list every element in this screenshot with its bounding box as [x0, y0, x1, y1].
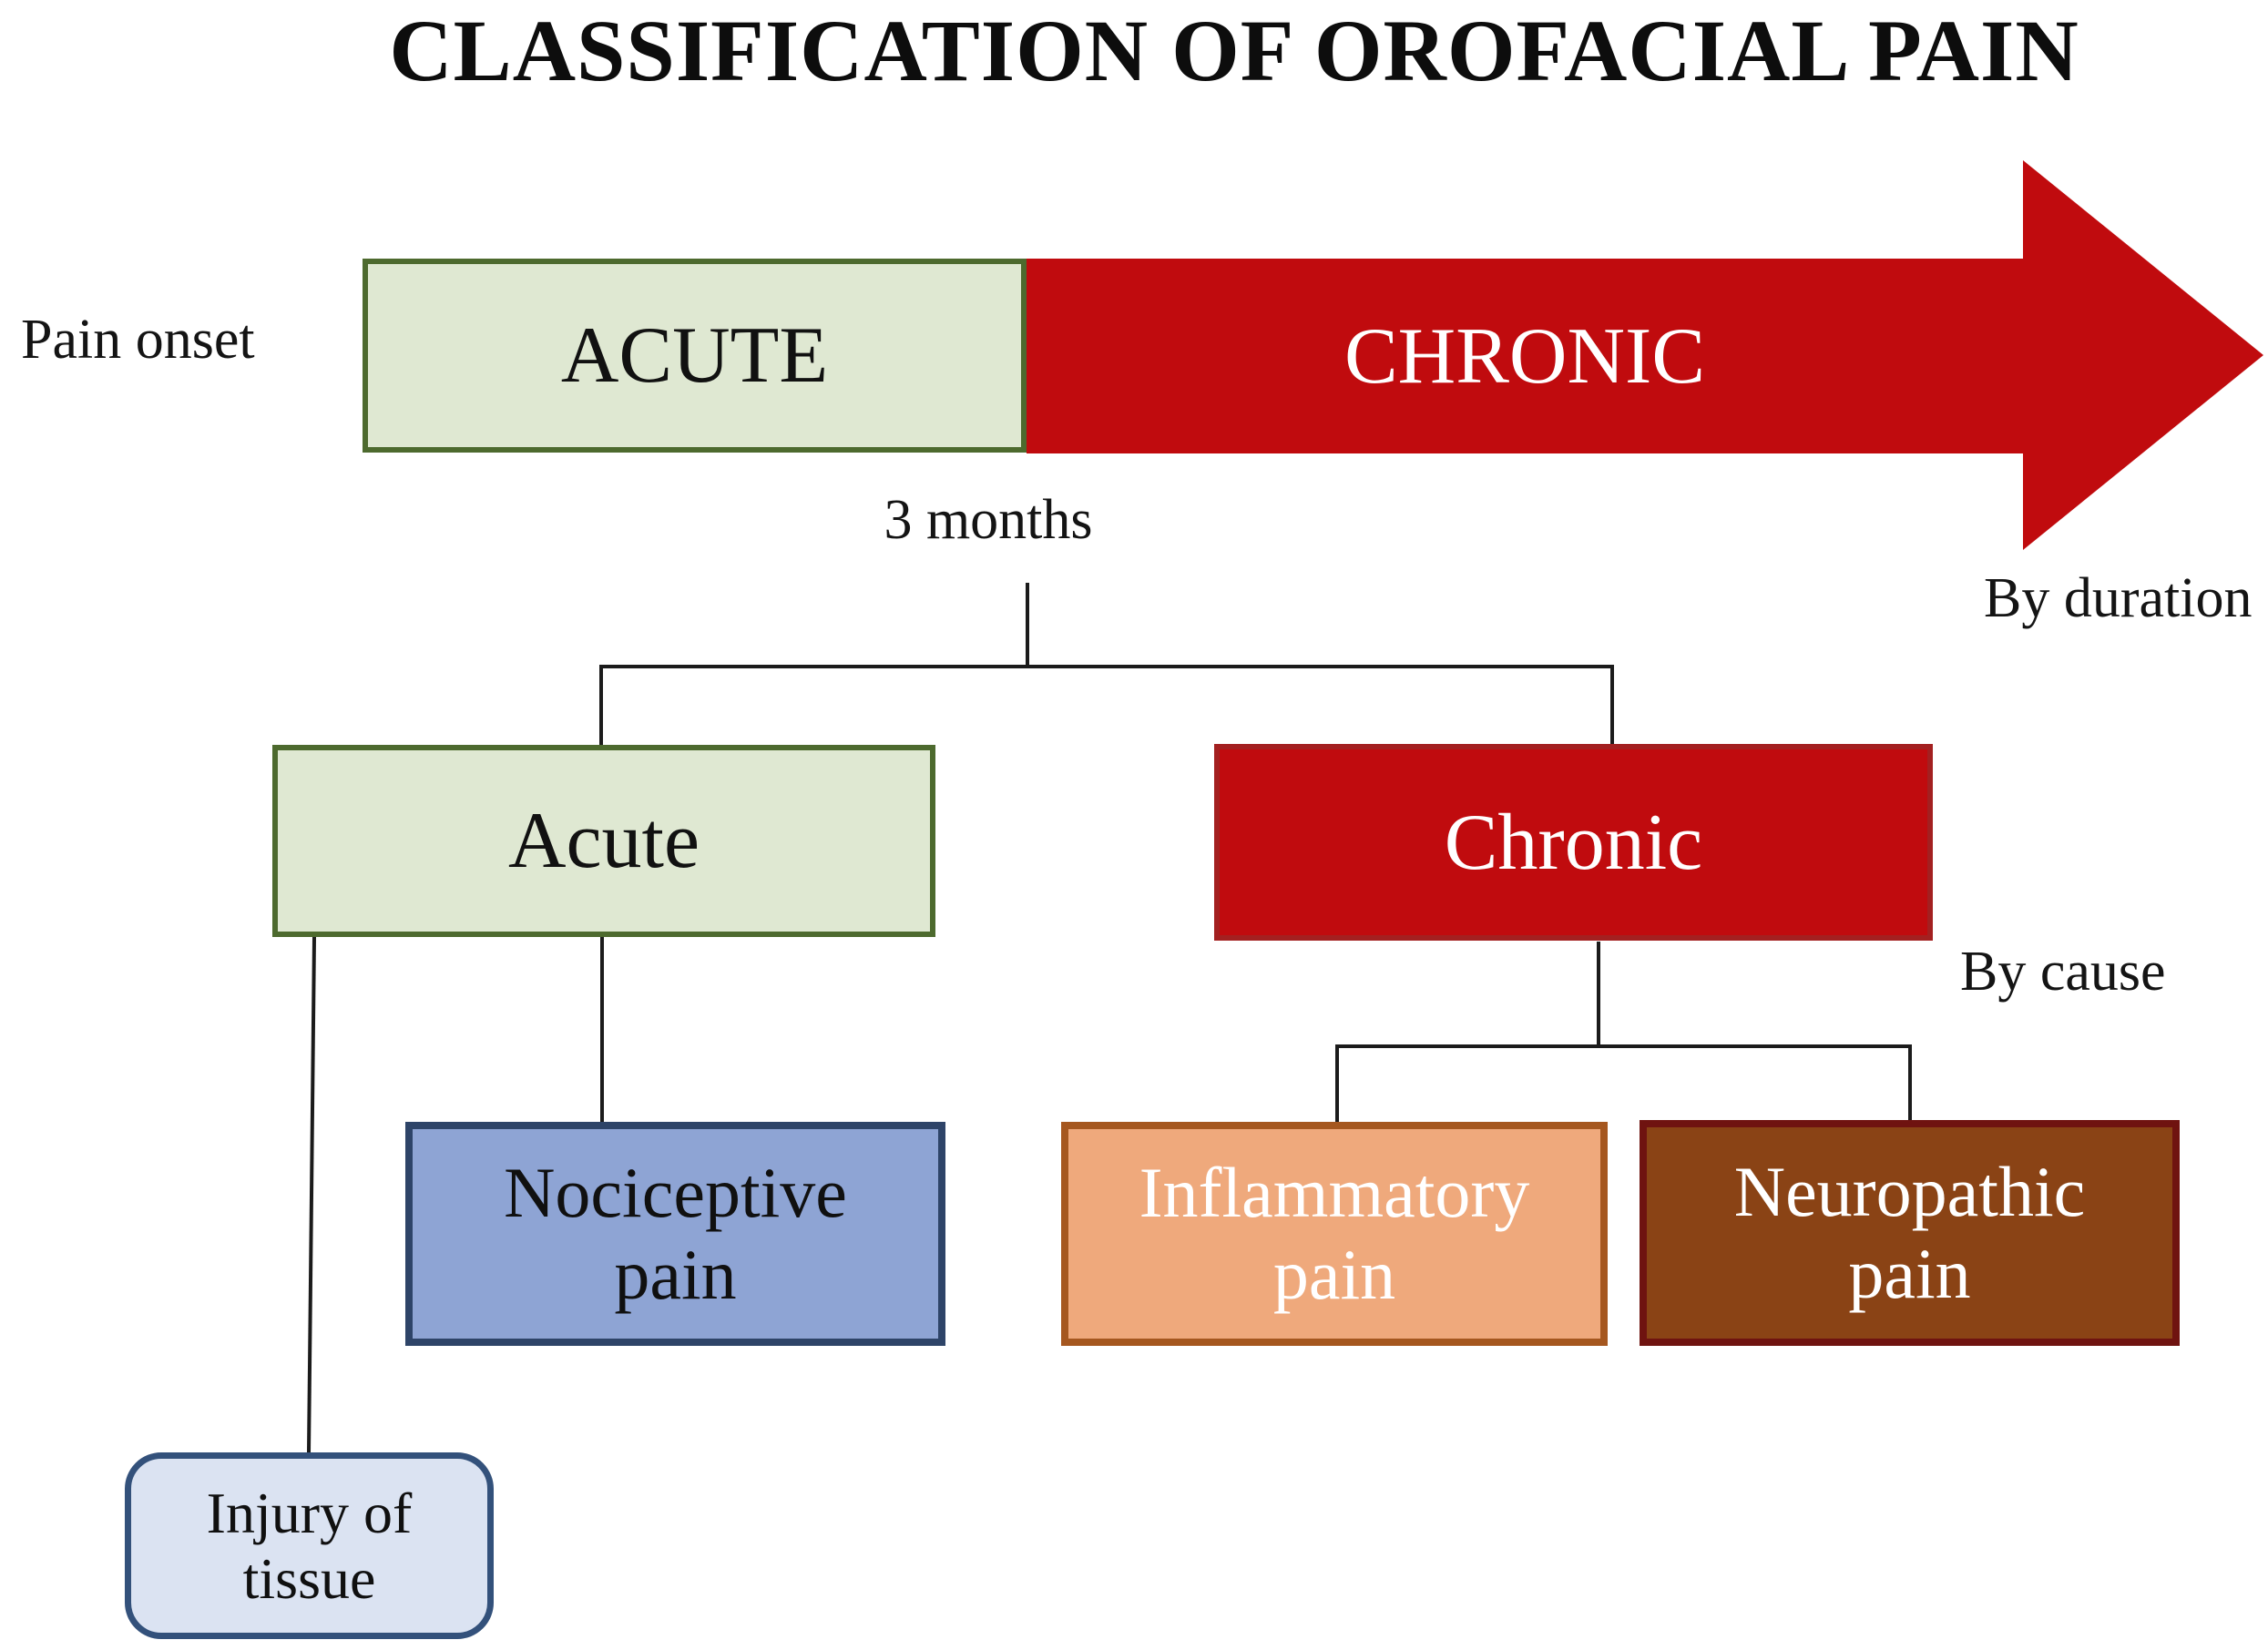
cause-branch-line [1335, 1044, 1912, 1122]
acute-band: ACUTE [363, 259, 1027, 453]
injury-line2: tissue [242, 1545, 376, 1611]
nociceptive-line2: pain [614, 1235, 737, 1314]
inflammatory-pain-box: Inflammatory pain [1061, 1122, 1608, 1346]
acute-to-injury-line [307, 936, 316, 1454]
chronic-node-label: Chronic [1444, 798, 1703, 887]
by-cause-label: By cause [1960, 941, 2166, 1003]
acute-node-label: Acute [507, 797, 700, 885]
injury-of-tissue-label: Injury of tissue [207, 1481, 413, 1611]
by-duration-label: By duration [1984, 567, 2253, 629]
three-months-label: 3 months [884, 489, 1093, 551]
inflammatory-line1: Inflammatory [1139, 1153, 1530, 1233]
duration-branch-line [599, 665, 1614, 745]
chronic-node-box: Chronic [1214, 744, 1933, 941]
nociceptive-pain-box: Nociceptive pain [405, 1122, 945, 1346]
chronic-band-label: CHRONIC [1343, 311, 1706, 401]
neuropathic-line2: pain [1848, 1234, 1971, 1313]
acute-node-box: Acute [272, 745, 935, 937]
injury-of-tissue-box: Injury of tissue [125, 1452, 494, 1639]
nociceptive-pain-label: Nociceptive pain [504, 1152, 847, 1315]
neuropathic-pain-label: Neuropathic pain [1734, 1151, 2086, 1314]
injury-line1: Injury of [206, 1480, 413, 1545]
arrow-head [2023, 160, 2263, 550]
inflammatory-pain-label: Inflammatory pain [1139, 1152, 1530, 1315]
page-title: CLASSIFICATION OF OROFACIAL PAIN [389, 2, 2079, 99]
pain-onset-label: Pain onset [21, 309, 255, 371]
chronic-band: CHRONIC [1027, 259, 2023, 453]
nociceptive-line1: Nociceptive [504, 1153, 847, 1233]
neuropathic-line1: Neuropathic [1733, 1152, 2086, 1232]
inflammatory-line2: pain [1272, 1235, 1396, 1314]
neuropathic-pain-box: Neuropathic pain [1640, 1120, 2180, 1346]
acute-band-label: ACUTE [560, 311, 829, 400]
